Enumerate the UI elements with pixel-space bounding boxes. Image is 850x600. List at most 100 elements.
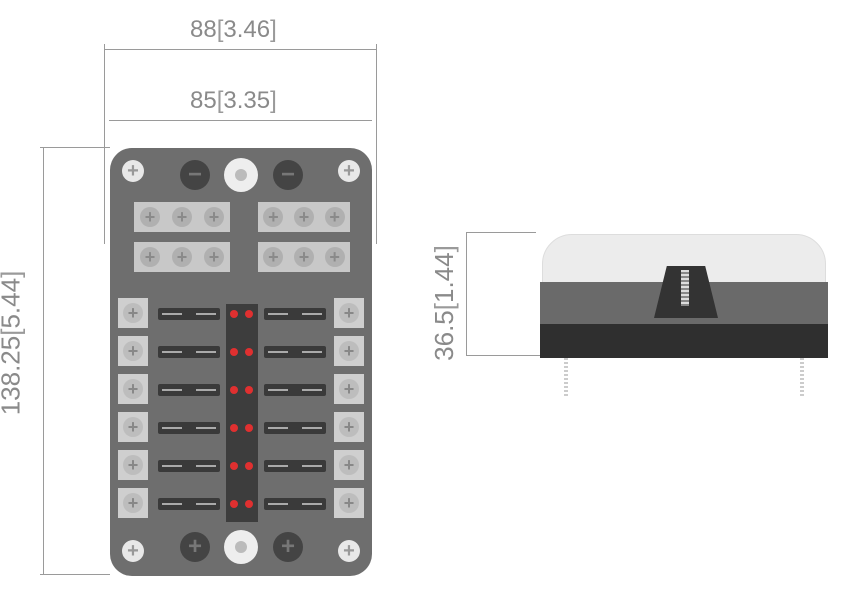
- dim-line-inner-width: [109, 120, 372, 121]
- busbar-screw-icon: +: [140, 207, 160, 227]
- terminal-screw-icon: +: [339, 417, 359, 437]
- busbar-screw-icon: +: [293, 207, 314, 227]
- busbar: + + +: [134, 202, 230, 232]
- dim-line-depth: [466, 232, 467, 356]
- negative-post-icon: −: [180, 160, 210, 190]
- dim-overall-width: 88[3.46]: [190, 18, 277, 42]
- busbar-screw-icon: +: [324, 207, 345, 227]
- bracket-close: ]: [0, 271, 25, 278]
- led-indicator: [230, 348, 238, 356]
- terminal: +: [118, 336, 148, 366]
- fuse-slot: [158, 384, 220, 396]
- led-indicator: [245, 348, 253, 356]
- led-strip: [226, 304, 258, 522]
- terminal: +: [334, 450, 364, 480]
- fuse-slot: [158, 422, 220, 434]
- terminal-screw-icon: +: [123, 341, 143, 361]
- busbar-screw-icon: +: [324, 247, 345, 267]
- fuse-slot: [264, 422, 326, 434]
- terminal-screw-icon: +: [339, 379, 359, 399]
- mount-screw-icon: +: [122, 540, 144, 562]
- terminal: +: [118, 488, 148, 518]
- led-indicator: [230, 462, 238, 470]
- terminal: +: [118, 374, 148, 404]
- bracket-open: [: [428, 303, 459, 311]
- led-indicator: [230, 424, 238, 432]
- stud-bolt: [681, 270, 689, 306]
- dim-inner-width: 85[3.35]: [190, 89, 277, 113]
- busbar-screw-icon: +: [172, 247, 192, 267]
- bracket-open: [: [216, 87, 224, 114]
- bracket-open: [: [216, 16, 224, 43]
- ext-line-left: [104, 44, 105, 244]
- stud-icon: [224, 158, 258, 192]
- dim-depth: 36.5[1.44]: [428, 245, 459, 361]
- dim-in: 1.44: [428, 252, 459, 303]
- dim-mm: 138.25: [0, 335, 26, 416]
- ext-line-right: [376, 44, 377, 244]
- terminal: +: [334, 298, 364, 328]
- dim-mm: 36.5: [428, 310, 459, 361]
- terminal-screw-icon: +: [123, 379, 143, 399]
- dim-in: 3.35: [223, 87, 271, 114]
- fuse-slot: [158, 346, 220, 358]
- positive-post-icon: +: [273, 532, 303, 562]
- dim-line-overall-width: [104, 49, 377, 50]
- terminal: +: [334, 488, 364, 518]
- fuse-slot: [264, 384, 326, 396]
- positive-post-icon: +: [180, 532, 210, 562]
- led-indicator: [245, 386, 253, 394]
- fuse-slot: [264, 346, 326, 358]
- dim-line-height: [43, 147, 44, 575]
- mount-screw-icon: +: [122, 160, 144, 182]
- dim-in: 5.44: [0, 277, 26, 329]
- busbar-screw-icon: +: [204, 207, 224, 227]
- ext-line-depth-bottom: [466, 355, 540, 356]
- terminal-screw-icon: +: [339, 341, 359, 361]
- housing-base: [540, 324, 828, 358]
- mount-screw-left: [564, 358, 568, 398]
- terminal: +: [118, 412, 148, 442]
- busbar: + + +: [258, 242, 350, 272]
- busbar-screw-icon: +: [263, 247, 284, 267]
- negative-post-icon: −: [273, 160, 303, 190]
- ext-line-depth-top: [466, 232, 536, 233]
- terminal: +: [334, 412, 364, 442]
- bracket-open: [: [0, 329, 25, 336]
- dim-mm: 88: [190, 16, 217, 43]
- terminal-screw-icon: +: [339, 493, 359, 513]
- ext-line-top: [40, 147, 110, 148]
- dim-in: 3.46: [223, 16, 271, 43]
- busbar: +++: [258, 202, 350, 232]
- dim-height: 138.25[5.44]: [0, 271, 26, 416]
- led-indicator: [245, 424, 253, 432]
- fuse-slot: [264, 460, 326, 472]
- led-indicator: [245, 500, 253, 508]
- busbar-screw-icon: +: [293, 247, 314, 267]
- busbar-screw-icon: +: [204, 247, 224, 267]
- terminal: +: [334, 336, 364, 366]
- fuse-slot: [158, 308, 220, 320]
- bracket-close: ]: [270, 16, 277, 43]
- terminal-screw-icon: +: [339, 455, 359, 475]
- fuse-slot: [264, 308, 326, 320]
- terminal-screw-icon: +: [123, 493, 143, 513]
- terminal-screw-icon: +: [123, 455, 143, 475]
- bracket-close: ]: [270, 87, 277, 114]
- terminal-screw-icon: +: [123, 417, 143, 437]
- bracket-close: ]: [428, 245, 459, 253]
- terminal: +: [118, 298, 148, 328]
- dim-mm: 85: [190, 87, 217, 114]
- terminal-screw-icon: +: [123, 303, 143, 323]
- fuse-slot: [158, 460, 220, 472]
- stud-icon: [224, 530, 258, 564]
- busbar-screw-icon: +: [172, 207, 192, 227]
- mount-screw-right: [800, 358, 804, 398]
- mount-screw-icon: +: [338, 540, 360, 562]
- led-indicator: [230, 310, 238, 318]
- terminal-screw-icon: +: [339, 303, 359, 323]
- mount-screw-icon: +: [338, 160, 360, 182]
- terminal: +: [118, 450, 148, 480]
- fuse-slot: [264, 498, 326, 510]
- fuse-box-top-view: + + − − +++ +++ +++ +++ + + + + + + + + …: [110, 148, 372, 576]
